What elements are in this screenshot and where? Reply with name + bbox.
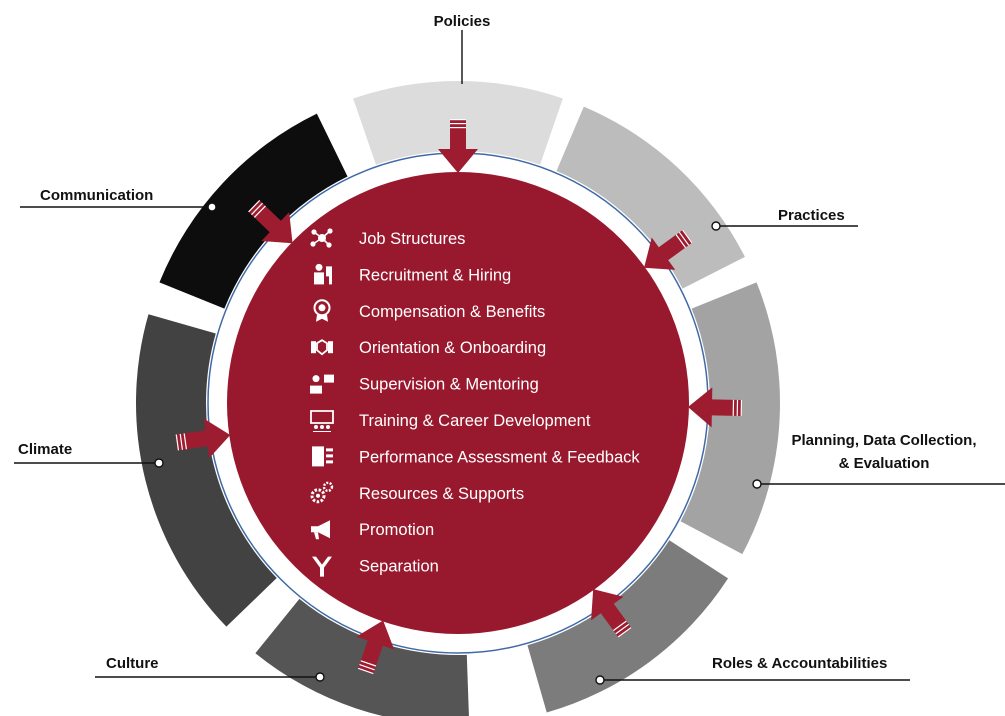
label-planning-line1: Planning, Data Collection, — [791, 432, 976, 449]
center-item-label: Performance Assessment & Feedback — [359, 448, 640, 466]
center-item-label: Compensation & Benefits — [359, 303, 545, 321]
label-climate: Climate — [18, 441, 72, 458]
gears-icon — [310, 481, 334, 504]
leader-dots — [154, 202, 762, 685]
label-culture: Culture — [106, 655, 159, 672]
ring-segment-climate — [135, 314, 277, 627]
mentor-presentation-icon — [310, 374, 334, 394]
leader-lines — [14, 30, 1005, 681]
arrow-communication — [248, 199, 293, 244]
label-policies: Policies — [434, 13, 491, 30]
center-item-label: Recruitment & Hiring — [359, 266, 511, 284]
center-item-label: Supervision & Mentoring — [359, 376, 539, 394]
label-communication: Communication — [40, 187, 153, 204]
arrow-roles — [591, 589, 632, 638]
center-item-label: Orientation & Onboarding — [359, 339, 546, 357]
center-item-label: Resources & Supports — [359, 485, 524, 503]
split-arrow-icon — [312, 556, 332, 577]
label-practices: Practices — [778, 207, 845, 224]
center-item-label: Promotion — [359, 521, 434, 539]
arrow-practices — [644, 229, 693, 270]
megaphone-icon — [311, 520, 330, 540]
arrow-policies — [438, 119, 478, 173]
center-item-label: Separation — [359, 558, 439, 576]
center-item-label: Job Structures — [359, 230, 465, 248]
arrow-climate — [175, 418, 231, 459]
influence-arrows — [175, 119, 743, 675]
training-board-icon — [310, 410, 334, 432]
award-medal-icon — [313, 299, 331, 322]
person-hiring-icon — [314, 263, 332, 285]
performance-report-icon — [312, 446, 333, 467]
label-planning-line2: & Evaluation — [839, 455, 930, 472]
center-disc — [227, 172, 689, 634]
handshake-icon — [311, 339, 333, 356]
ring-segment-practices — [556, 106, 745, 289]
center-item-label: Training & Career Development — [359, 412, 591, 430]
network-nodes-icon — [310, 228, 333, 248]
label-roles: Roles & Accountabilities — [712, 655, 887, 672]
arrow-culture — [356, 620, 395, 675]
arrow-planning — [687, 387, 743, 428]
